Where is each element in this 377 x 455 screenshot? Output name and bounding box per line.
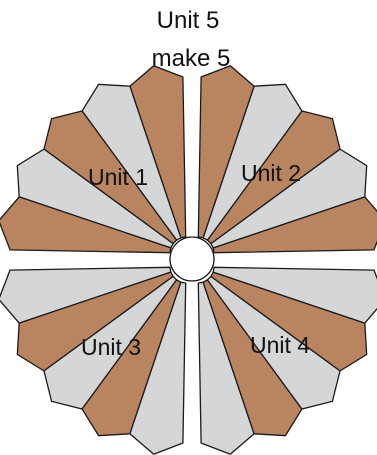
unit-3-label: Unit 3: [81, 334, 141, 360]
unit-3-quadrant: [0, 266, 187, 455]
unit-2-petal-3-brown: [206, 110, 341, 245]
unit-2-petal-5-brown: [197, 65, 255, 239]
unit-4-petal-3-gray: [206, 275, 341, 410]
unit-1-petal-4-gray: [16, 148, 174, 249]
unit-1-petal-3-brown: [43, 110, 178, 245]
unit-4-petal-1-gray: [197, 281, 255, 455]
unit-2-petal-2-gray: [210, 148, 368, 249]
unit-title: Unit 5: [157, 7, 220, 34]
center-hole: [169, 236, 215, 282]
unit-2-petal-4-gray: [202, 83, 303, 241]
unit-3-petal-2-brown: [16, 271, 174, 372]
unit-1-label: Unit 1: [88, 164, 148, 190]
unit-4-petal-2-brown: [202, 279, 303, 437]
unit-3-petal-5-gray: [129, 281, 187, 455]
unit-1-petal-1-brown: [129, 65, 187, 239]
unit-4-quadrant: [197, 266, 377, 455]
unit-2-label: Unit 2: [241, 160, 301, 186]
unit-3-petal-1-gray: [0, 266, 172, 324]
unit-3-petal-3-gray: [43, 275, 178, 410]
unit-4-petal-5-gray: [212, 266, 377, 324]
unit-4-petal-4-brown: [210, 271, 368, 372]
unit-3-petal-4-brown: [81, 279, 182, 437]
unit-1-petal-2-gray: [81, 83, 182, 241]
unit-quantity: make 5: [152, 45, 231, 72]
unit-2-quadrant: [197, 65, 377, 254]
unit-1-petal-5-brown: [0, 196, 172, 254]
unit-4-label: Unit 4: [250, 332, 310, 358]
unit-1-quadrant: [0, 65, 187, 254]
unit-2-petal-1-brown: [212, 196, 377, 254]
